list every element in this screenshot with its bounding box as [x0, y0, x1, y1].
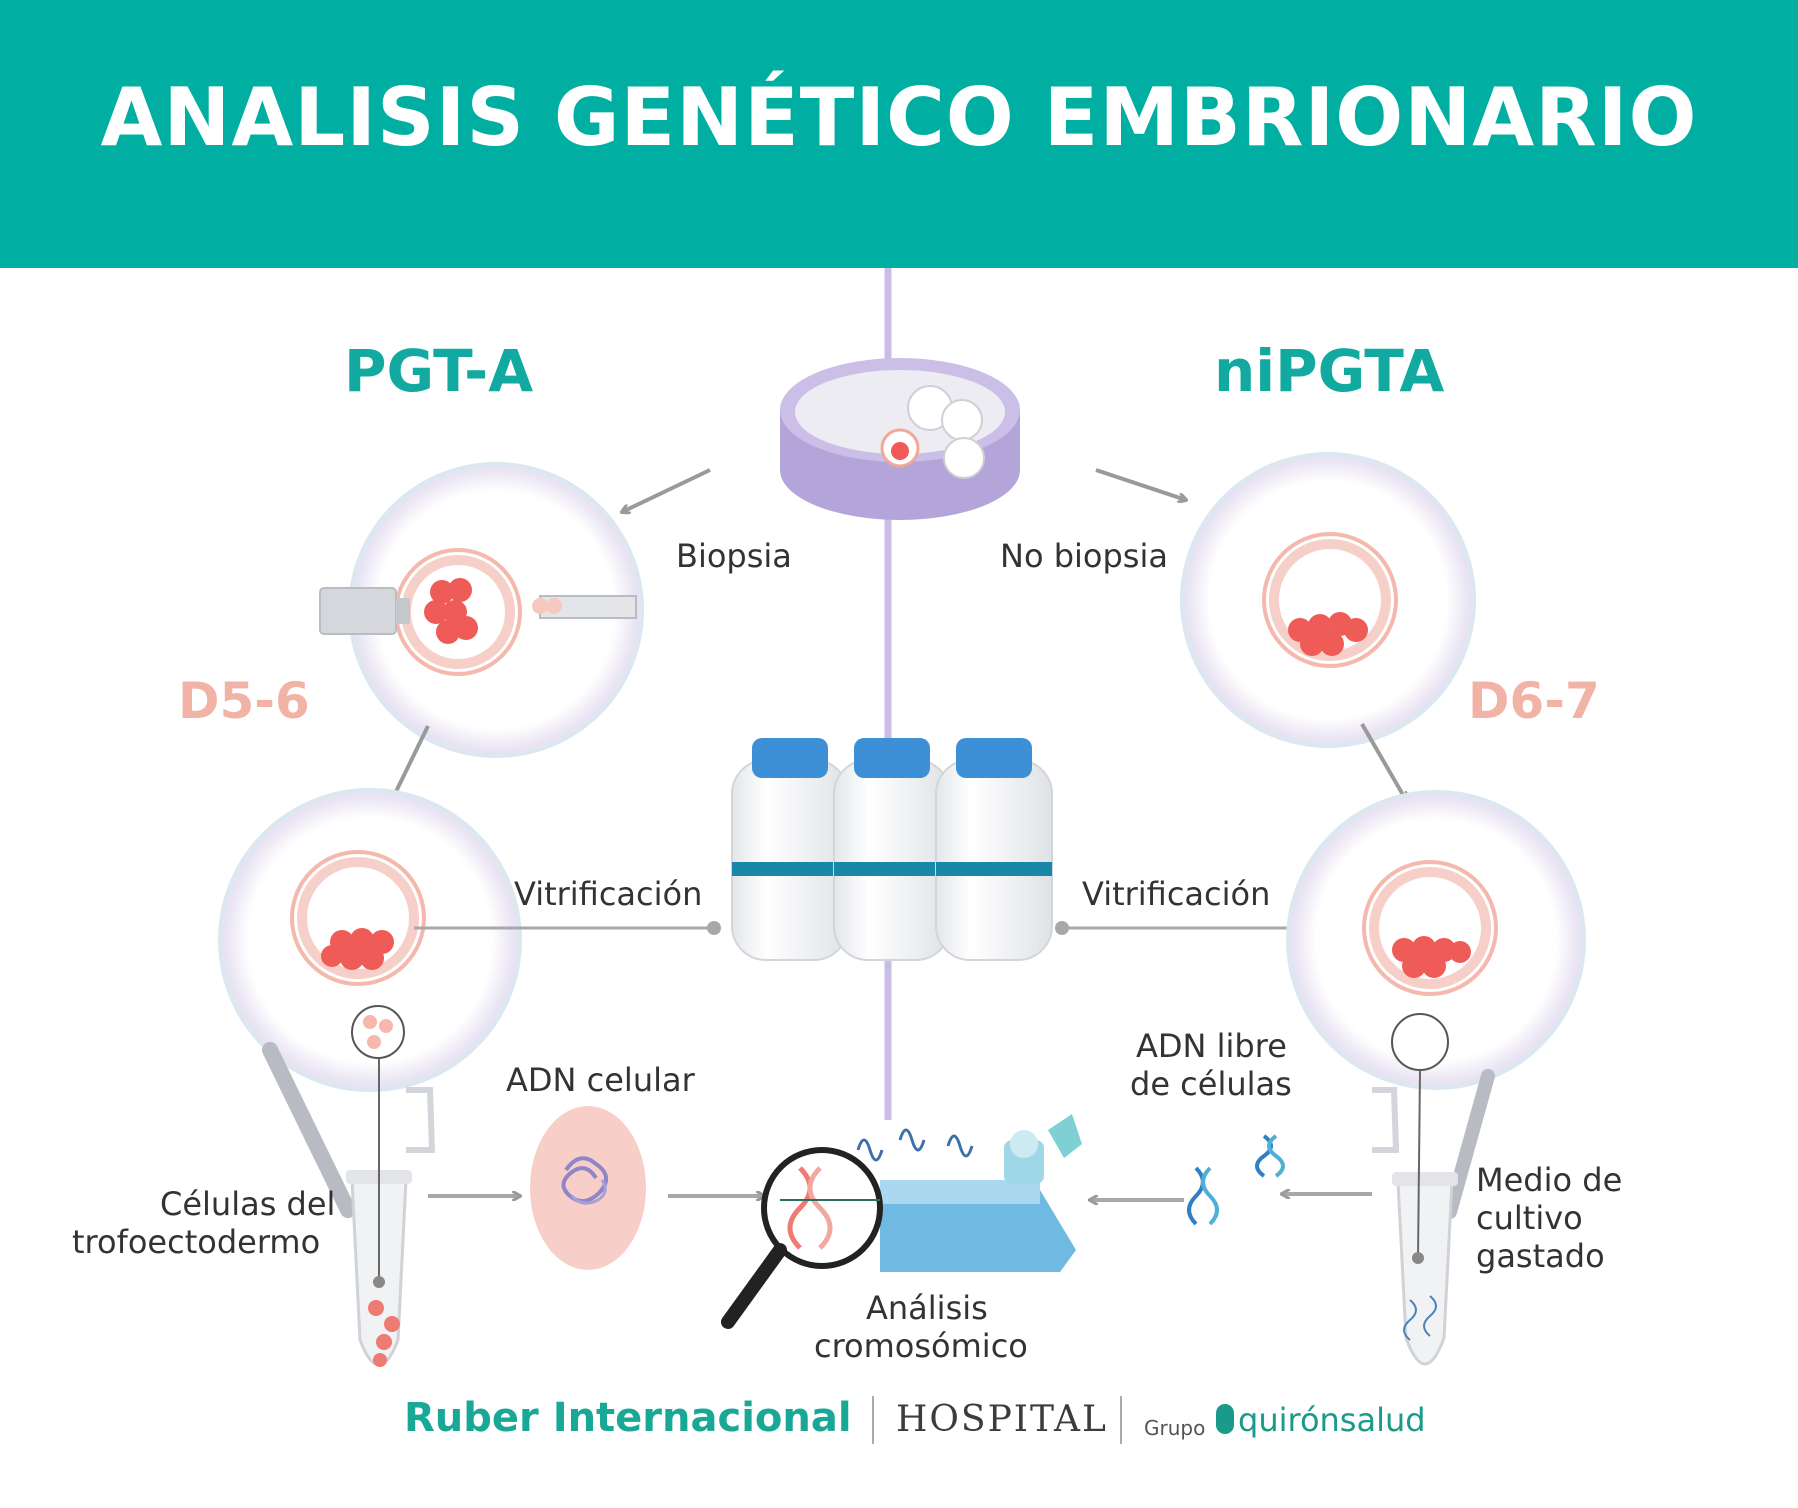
vitrification-dot-left: [707, 921, 721, 935]
embryo-vitrified-left: [218, 788, 522, 1092]
method-title-pgta: PGT-A: [344, 337, 534, 405]
page-title: ANALISIS GENÉTICO EMBRIONARIO: [100, 71, 1698, 164]
analysis-label-line1: Análisis: [866, 1289, 988, 1327]
quironsalud-logo-icon: [1216, 1404, 1234, 1434]
petri-dish: [780, 358, 1020, 520]
biopsy-label: Biopsia: [676, 537, 792, 575]
trophectoderm-label-line1: Células del: [160, 1185, 336, 1223]
cell-free-dna-helices: [1187, 1134, 1285, 1226]
embryo-no-biopsy-right: [1180, 452, 1476, 748]
embryo-vitrified-right: [1286, 790, 1586, 1090]
arrow-down-right: [1360, 722, 1406, 800]
culture-medium-label-line3: gastado: [1476, 1237, 1605, 1275]
arrow-to-biopsy: [622, 468, 711, 512]
embryo-biopsy-left: [319, 462, 644, 758]
header-bar: ANALISIS GENÉTICO EMBRIONARIO: [0, 0, 1798, 268]
day-label-left: D5-6: [178, 672, 310, 730]
footer-separator-1: [872, 1396, 874, 1444]
analysis-label-line2: cromosómico: [814, 1327, 1028, 1365]
footer-grupo: Grupo: [1144, 1416, 1206, 1440]
cellular-dna-oval: [530, 1106, 646, 1270]
culture-medium-label-line2: cultivo: [1476, 1199, 1583, 1237]
chromosomal-analysis-graphic: [721, 1114, 1082, 1329]
cellular-dna-label: ADN celular: [506, 1061, 695, 1099]
method-title-nipgta: niPGTA: [1214, 337, 1445, 405]
cryo-bottles: [731, 738, 1053, 961]
arrow-to-no-biopsy: [1095, 468, 1186, 500]
free-dna-label-line1: ADN libre: [1136, 1027, 1287, 1065]
culture-medium-label-line1: Medio de: [1476, 1161, 1623, 1199]
day-label-right: D6-7: [1468, 672, 1600, 730]
tube-trophectoderm: [262, 1042, 436, 1367]
vitrification-label-left: Vitrificación: [514, 875, 703, 913]
tube-culture-medium: [1372, 1069, 1495, 1366]
free-dna-label-line2: de células: [1130, 1065, 1292, 1103]
footer-brand-ruber: Ruber Internacional: [404, 1395, 852, 1441]
vitrification-label-right: Vitrificación: [1082, 875, 1271, 913]
footer-quironsalud: quirónsalud: [1238, 1401, 1426, 1439]
footer-hospital: HOSPITAL: [896, 1399, 1108, 1440]
vitrification-dot-right: [1055, 921, 1069, 935]
footer-separator-2: [1120, 1396, 1122, 1444]
no-biopsy-label: No biopsia: [1000, 537, 1168, 575]
trophectoderm-label-line2: trofoectodermo: [72, 1223, 321, 1261]
